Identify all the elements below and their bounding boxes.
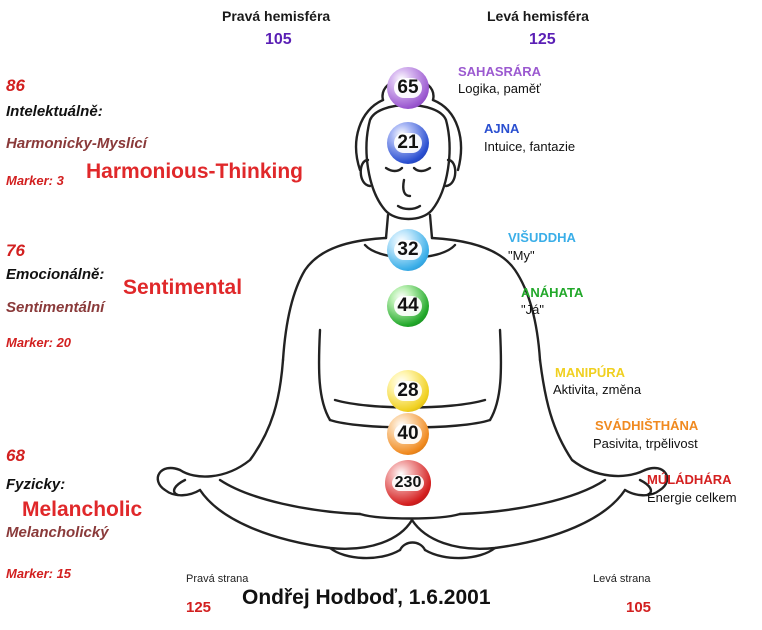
muladhara-description: Energie celkem bbox=[647, 490, 737, 505]
emotional-type-english: Sentimental bbox=[123, 276, 243, 299]
svadhisthana-name: SVÁDHIŠTHÁNA bbox=[595, 418, 699, 433]
author-and-date: Ondřej Hodboď, 1.6.2001 bbox=[242, 586, 491, 609]
manipura-chakra-ball: 28 bbox=[387, 370, 429, 412]
intellectual-score: 86 bbox=[6, 76, 25, 95]
manipura-name: MANIPÚRA bbox=[555, 365, 626, 380]
muladhara-name: MÚLÁDHÁRA bbox=[647, 472, 732, 487]
right-side-value: 125 bbox=[186, 599, 212, 616]
right-side-label: Pravá strana bbox=[186, 573, 249, 585]
svadhisthana-description: Pasivita, trpělivost bbox=[593, 436, 698, 451]
muladhara-chakra-ball: 230 bbox=[385, 460, 431, 506]
sahasrara-chakra-ball: 65 bbox=[387, 67, 429, 109]
ajna-chakra-ball: 21 bbox=[387, 122, 429, 164]
visuddha-description: "My" bbox=[508, 248, 535, 263]
physical-label: Fyzicky: bbox=[6, 476, 66, 493]
ajna-description: Intuice, fantazie bbox=[484, 139, 576, 154]
sahasrara-name: SAHASRÁRA bbox=[458, 64, 542, 79]
intellectual-type: Harmonicky-Myslící bbox=[6, 135, 147, 152]
anahata-chakra-ball: 44 bbox=[387, 285, 429, 327]
physical-marker: Marker: 15 bbox=[6, 566, 72, 581]
visuddha-chakra-ball: 32 bbox=[387, 229, 429, 271]
physical-type: Melancholický bbox=[6, 524, 109, 541]
left-hemisphere-value: 125 bbox=[529, 31, 556, 48]
left-hemisphere-label: Levá hemisféra bbox=[487, 8, 589, 24]
right-hemisphere-label: Pravá hemisféra bbox=[222, 8, 331, 24]
intellectual-marker: Marker: 3 bbox=[6, 173, 64, 188]
ajna-name: AJNA bbox=[484, 121, 520, 136]
sahasrara-description: Logika, paměť bbox=[458, 81, 541, 96]
physical-score: 68 bbox=[6, 446, 25, 465]
emotional-marker: Marker: 20 bbox=[6, 335, 72, 350]
svadhisthana-chakra-ball: 40 bbox=[387, 413, 429, 455]
intellectual-type-english: Harmonious-Thinking bbox=[86, 160, 303, 183]
manipura-description: Aktivita, změna bbox=[553, 382, 642, 397]
physical-type-english: Melancholic bbox=[22, 498, 143, 521]
left-side-label: Levá strana bbox=[593, 573, 651, 585]
emotional-score: 76 bbox=[6, 241, 25, 260]
right-hemisphere-value: 105 bbox=[265, 31, 292, 48]
left-side-value: 105 bbox=[626, 599, 652, 616]
emotional-type: Sentimentální bbox=[6, 299, 105, 316]
anahata-description: "Já" bbox=[521, 302, 544, 317]
emotional-label: Emocionálně: bbox=[6, 266, 105, 283]
anahata-name: ANÁHATA bbox=[521, 285, 584, 300]
intellectual-label: Intelektuálně: bbox=[6, 103, 103, 120]
visuddha-name: VIŠUDDHA bbox=[508, 230, 576, 245]
